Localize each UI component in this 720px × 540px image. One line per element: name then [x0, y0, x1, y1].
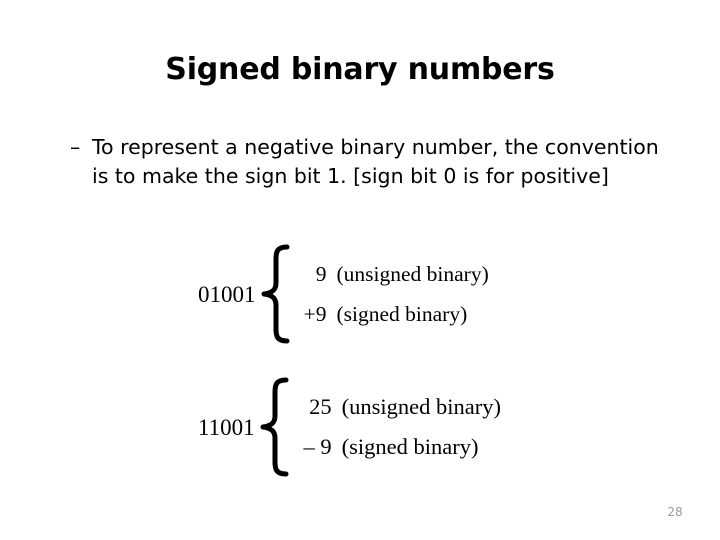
table-row: 9 (unsigned binary) [293, 254, 489, 294]
decimal-value: +9 [303, 302, 327, 326]
binary-value: 11001 [198, 414, 255, 440]
example-group-11001: 11001 25 (unsigned binary) – 9 (signed b… [198, 376, 501, 478]
dash-bullet-icon: – [70, 135, 81, 159]
bullet-item-label: To represent a negative binary number, t… [92, 135, 659, 188]
list-item: – To represent a negative binary number,… [70, 133, 670, 191]
bullet-paragraph: – To represent a negative binary number,… [70, 133, 670, 191]
page-title: Signed binary numbers [165, 52, 555, 87]
page-number: 28 [667, 505, 683, 519]
value-rows: 25 (unsigned binary) – 9 (signed binary) [292, 376, 501, 478]
table-row: – 9 (signed binary) [292, 427, 501, 467]
left-curly-brace-icon [259, 243, 291, 345]
value-rows: 9 (unsigned binary) +9 (signed binary) [293, 243, 489, 345]
decimal-value: – 9 [303, 434, 332, 459]
table-row: +9 (signed binary) [293, 294, 489, 334]
interpretation-label: (unsigned binary) [341, 394, 501, 419]
table-row: 25 (unsigned binary) [292, 387, 501, 427]
interpretation-label: (unsigned binary) [336, 262, 489, 286]
binary-value: 01001 [198, 281, 256, 307]
decimal-value: 25 [309, 394, 332, 419]
left-curly-brace-icon [258, 376, 290, 478]
example-group-01001: 01001 9 (unsigned binary) +9 (signed bin… [198, 243, 489, 345]
interpretation-label: (signed binary) [336, 302, 468, 326]
interpretation-label: (signed binary) [341, 434, 479, 459]
decimal-value: 9 [315, 262, 327, 286]
